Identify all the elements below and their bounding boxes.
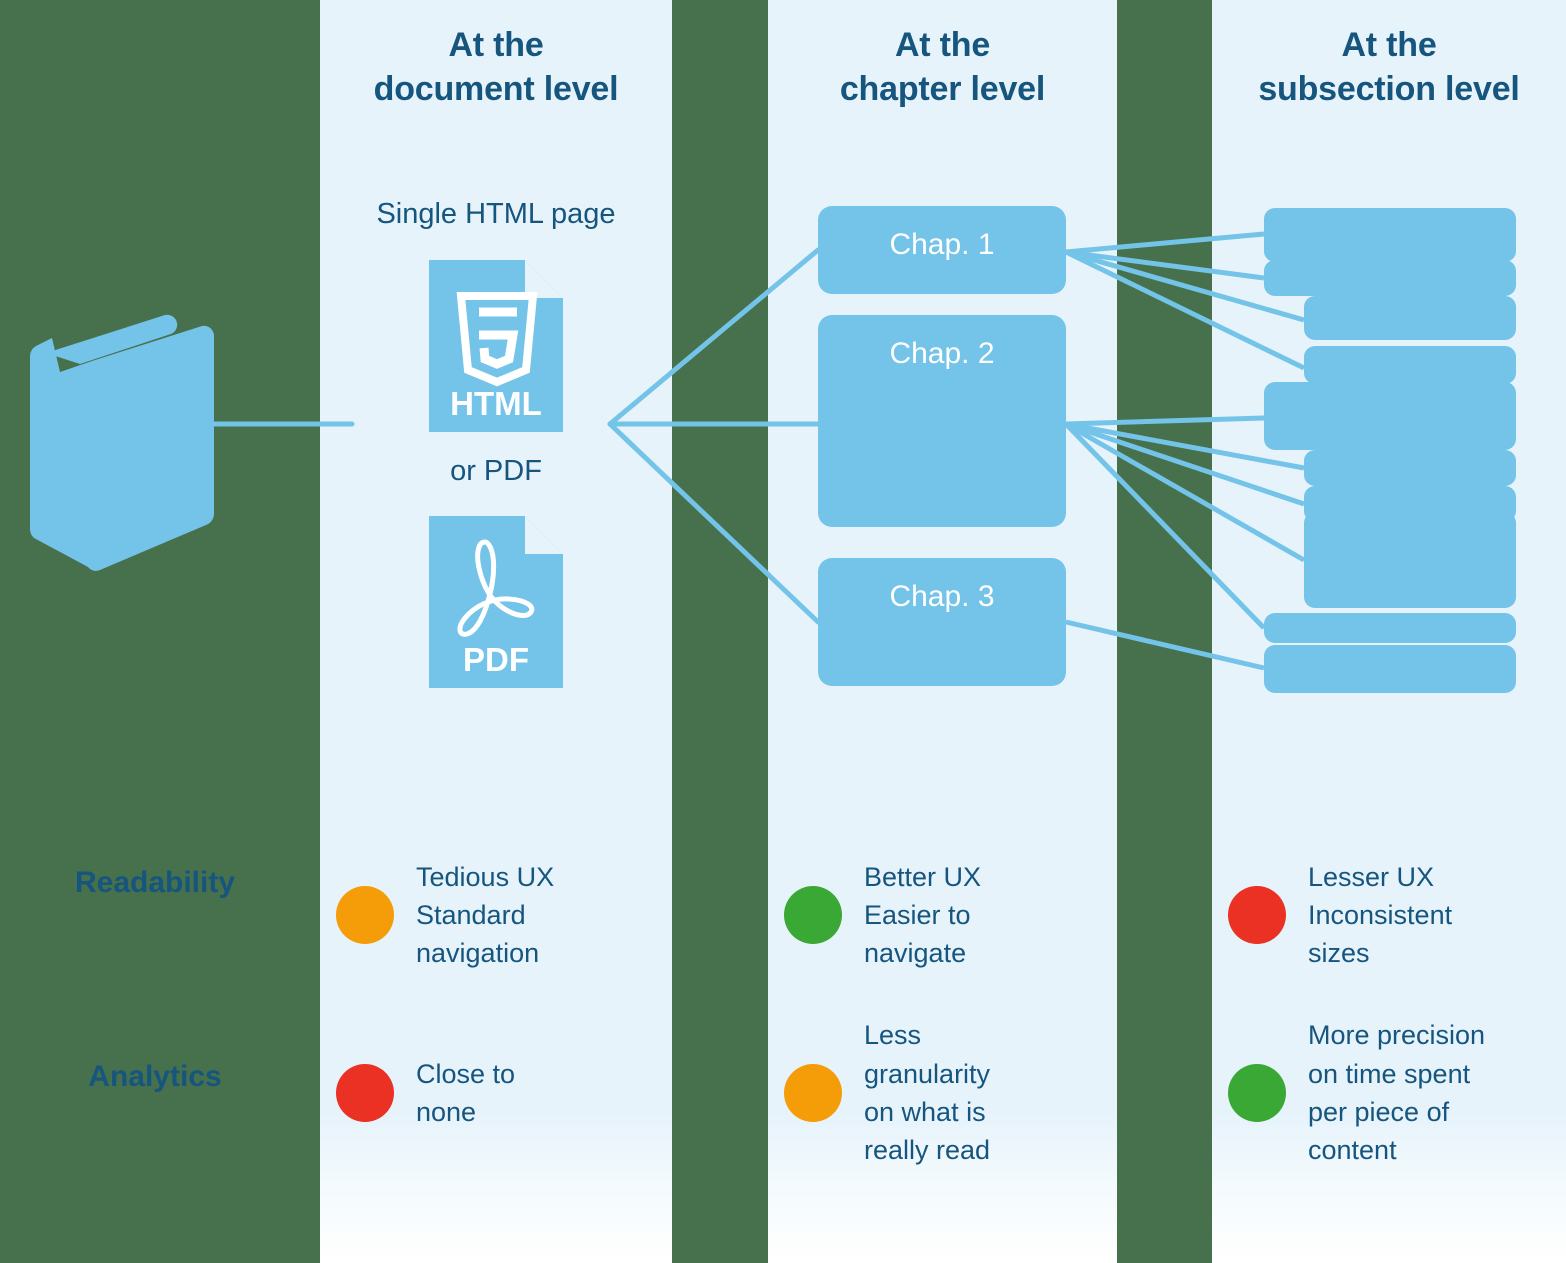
subsection-bar[interactable] (1264, 645, 1516, 693)
red-status-dot (336, 1064, 394, 1122)
chapter-box-3[interactable]: Chap. 3 (818, 558, 1066, 686)
subsection-bar[interactable] (1304, 512, 1516, 608)
html-icon-label: HTML (450, 385, 542, 422)
column-header-document-line1: At the (448, 26, 544, 64)
orange-status-dot (784, 1064, 842, 1122)
caption-or-pdf: or PDF (450, 455, 542, 487)
matrix-cell-text: Better UX Easier to navigate (864, 861, 982, 969)
matrix-cell-text: Less granularity on what is really read (864, 1020, 991, 1166)
matrix-cell-text: Lesser UX Inconsistent sizes (1308, 861, 1453, 969)
html-file-icon: HTML (429, 260, 563, 437)
pdf-icon-label: PDF (463, 641, 529, 678)
green-status-dot (784, 886, 842, 944)
column-header-subsection-line2: subsection level (1258, 69, 1520, 108)
book-icon (22, 288, 222, 583)
column-header-chapter-line1: At the (894, 26, 991, 64)
orange-status-dot (336, 886, 394, 944)
chapter-box-1[interactable]: Chap. 1 (818, 206, 1066, 294)
subsection-bar[interactable] (1264, 382, 1516, 450)
subsection-bar[interactable] (1304, 296, 1516, 340)
green-status-dot (1228, 1064, 1286, 1122)
chapter-box-2[interactable]: Chap. 2 (818, 315, 1066, 527)
matrix-cell-analytics-document: Close to none (336, 1008, 666, 1178)
subsection-bar[interactable] (1304, 450, 1516, 486)
matrix-cell-analytics-chapter: Less granularity on what is really read (784, 1008, 1114, 1178)
row-label-analytics: Analytics (88, 1060, 222, 1093)
column-document-level: At the document level Single HTML page o… (320, 0, 672, 1263)
column-subsection-level: At the subsection level (1212, 0, 1566, 1263)
subsection-bar[interactable] (1264, 260, 1516, 296)
column-header-subsection-line1: At the (1341, 26, 1437, 64)
subsection-bar[interactable] (1264, 208, 1516, 262)
subsection-bar[interactable] (1264, 613, 1516, 643)
column-header-document: At the document level (320, 24, 672, 111)
red-status-dot (1228, 886, 1286, 944)
pdf-file-icon: PDF (429, 516, 563, 693)
row-label-readability: Readability (74, 866, 236, 899)
column-header-chapter-line2: chapter level (839, 69, 1046, 108)
matrix-cell-readability-document: Tedious UX Standard navigation (336, 830, 666, 1000)
caption-single-html-page: Single HTML page (376, 198, 616, 230)
matrix-cell-text: Tedious UX Standard navigation (416, 861, 555, 969)
column-header-subsection: At the subsection level (1212, 24, 1566, 111)
matrix-cell-text: More precision on time spent per piece o… (1308, 1020, 1486, 1166)
column-header-document-line2: document level (373, 69, 619, 108)
column-header-chapter: At the chapter level (768, 24, 1117, 111)
column-chapter-level: At the chapter level Chap. 1 Chap. 2 Cha… (768, 0, 1117, 1263)
matrix-cell-readability-chapter: Better UX Easier to navigate (784, 830, 1114, 1000)
matrix-cell-readability-subsection: Lesser UX Inconsistent sizes (1228, 830, 1558, 1000)
matrix-cell-analytics-subsection: More precision on time spent per piece o… (1228, 1008, 1558, 1178)
matrix-cell-text: Close to none (416, 1058, 516, 1127)
subsection-bar[interactable] (1304, 346, 1516, 384)
